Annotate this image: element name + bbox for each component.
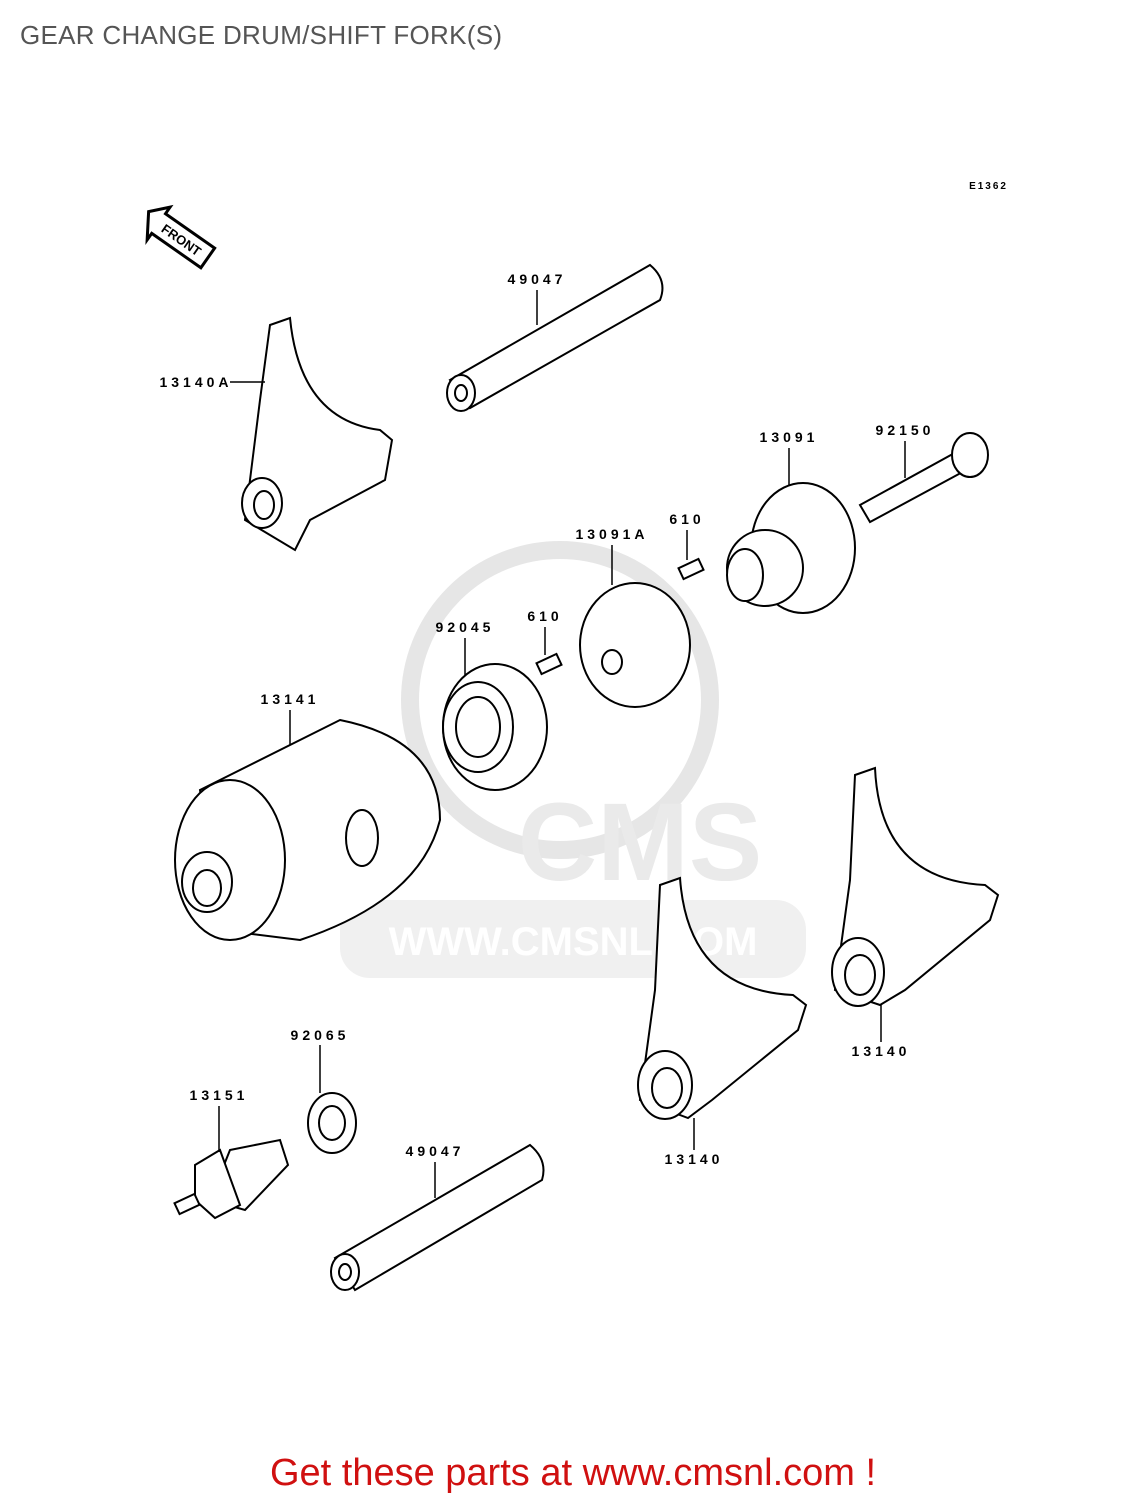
bearing-92045: 92045	[436, 619, 548, 791]
drum-cam-13091: 13091	[726, 429, 856, 614]
gear-change-drum-13141: 13141	[174, 691, 442, 942]
page-title: GEAR CHANGE DRUM/SHIFT FORK(S)	[20, 20, 503, 50]
diagram-ref-code: E1362	[969, 181, 1008, 192]
callout-49047-bottom[interactable]: 49047	[406, 1143, 465, 1159]
callout-610-upper[interactable]: 610	[669, 511, 704, 527]
callout-13140a[interactable]: 13140A	[159, 374, 232, 390]
callout-13091[interactable]: 13091	[760, 429, 819, 445]
callout-13151[interactable]: 13151	[190, 1087, 249, 1103]
shaft-49047-top: 49047	[446, 263, 664, 412]
washer-92065: 92065	[291, 1027, 357, 1154]
front-arrow-icon: FRONT	[145, 204, 217, 270]
pin-610-upper: 610	[669, 511, 705, 581]
callout-92150[interactable]: 92150	[876, 422, 935, 438]
callout-13140-middle[interactable]: 13140	[665, 1151, 724, 1167]
callout-49047[interactable]: 49047	[508, 271, 567, 287]
callout-13140-right[interactable]: 13140	[852, 1043, 911, 1059]
neutral-switch-13151: 13151	[173, 1087, 290, 1220]
footer-promo-link[interactable]: Get these parts at www.cmsnl.com !	[269, 1452, 877, 1494]
pin-610-lower: 610	[527, 608, 563, 676]
shift-fork-13140-middle: 13140	[637, 876, 808, 1167]
callout-13091a[interactable]: 13091A	[575, 526, 648, 542]
shift-fork-13140a: 13140A	[159, 316, 394, 552]
bolt-92150: 92150	[858, 422, 989, 524]
pin-plate-13091a: 13091A	[575, 526, 691, 708]
callout-13141[interactable]: 13141	[261, 691, 320, 707]
shaft-49047-bottom: 49047	[330, 1143, 545, 1292]
shift-fork-13140-right: 13140	[831, 766, 1000, 1059]
callout-92065[interactable]: 92065	[291, 1027, 350, 1043]
callout-610-lower[interactable]: 610	[527, 608, 562, 624]
callout-92045[interactable]: 92045	[436, 619, 495, 635]
watermark-logo: CMS	[518, 781, 762, 904]
